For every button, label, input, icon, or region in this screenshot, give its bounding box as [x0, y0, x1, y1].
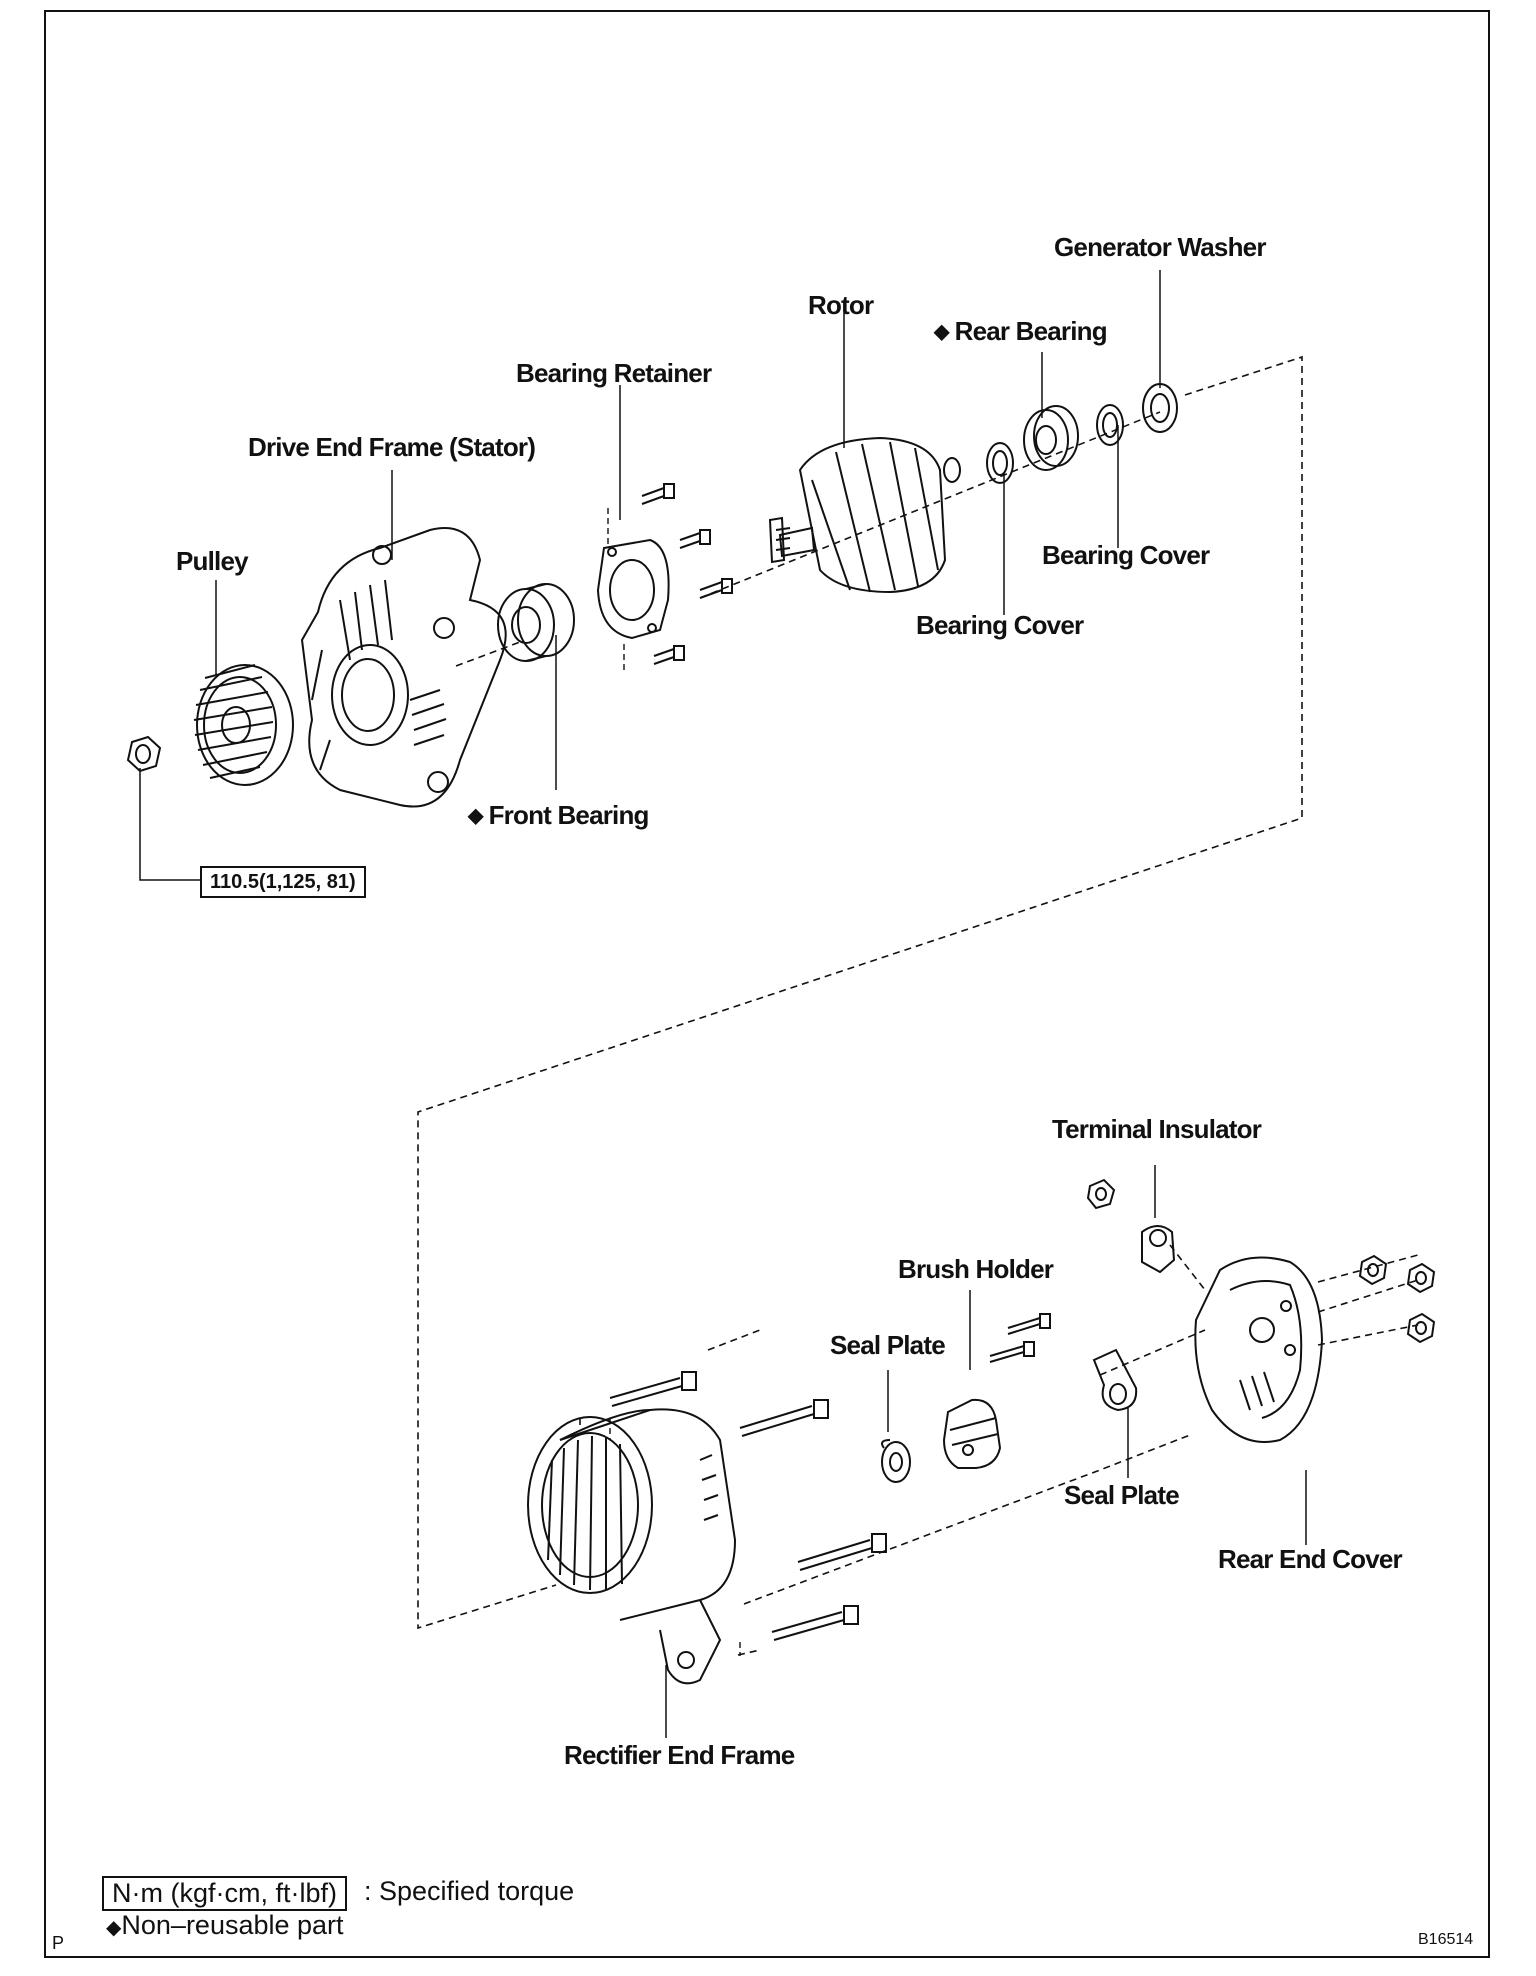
rear-bearing-drawing: [1023, 405, 1079, 471]
legend-nonreusable: ◆Non–reusable part: [106, 1912, 344, 1939]
through-bolts-drawing: [609, 1371, 887, 1656]
label-pulley: Pulley: [176, 546, 249, 576]
label-drive-end-frame: Drive End Frame (Stator): [248, 432, 536, 462]
retainer-screws-drawing: [607, 483, 733, 670]
label-bearing-cover-upper: Bearing Cover: [1042, 540, 1210, 570]
diagram-frame: [44, 10, 1490, 1958]
brush-holder-screws-drawing: [989, 1313, 1051, 1363]
rear-end-cover-drawing: [1194, 1256, 1324, 1443]
label-seal-plate-right: Seal Plate: [1064, 1480, 1180, 1510]
diamond-icon: ◆: [468, 805, 483, 827]
seal-plate-right-drawing: [1092, 1348, 1138, 1412]
label-terminal-insulator: Terminal Insulator: [1052, 1114, 1262, 1144]
brush-holder-drawing: [942, 1398, 1002, 1469]
label-rear-end-cover: Rear End Cover: [1218, 1544, 1403, 1574]
label-bearing-cover-lower: Bearing Cover: [916, 610, 1084, 640]
generator-washer-drawing: [1142, 383, 1178, 433]
label-rear-bearing-text: Rear Bearing: [954, 316, 1108, 346]
page-mark: P: [52, 1933, 65, 1953]
drive-end-frame-drawing: [300, 527, 507, 808]
label-generator-washer: Generator Washer: [1054, 232, 1266, 262]
bearing-cover-lower-drawing: [986, 442, 1014, 484]
label-brush-holder: Brush Holder: [898, 1254, 1054, 1284]
legend-nonreusable-text: Non–reusable part: [121, 1910, 344, 1940]
bearing-cover-upper-drawing: [1096, 404, 1124, 446]
legend-torque-desc: : Specified torque: [364, 1876, 575, 1906]
rear-cover-nuts-drawing: [1358, 1254, 1436, 1344]
label-front-bearing: ◆Front Bearing: [468, 802, 649, 828]
seal-plate-left-drawing: [881, 1439, 911, 1483]
bearing-retainer-drawing: [596, 538, 670, 640]
pulley-drawing: [193, 664, 294, 786]
pulley-nut-drawing: [126, 735, 162, 773]
diamond-icon: ◆: [934, 321, 949, 343]
front-bearing-drawing: [497, 583, 575, 662]
rotor-drawing: [768, 436, 961, 594]
terminal-insulator-drawing: [1086, 1178, 1176, 1274]
leader-lines: [139, 270, 1307, 1738]
assembly-centerlines: [417, 355, 1419, 1656]
torque-spec-box: 110.5(1,125, 81): [200, 866, 366, 898]
diamond-icon: ◆: [106, 1917, 122, 1939]
label-front-bearing-text: Front Bearing: [488, 800, 650, 830]
label-bearing-retainer: Bearing Retainer: [516, 358, 712, 388]
label-seal-plate-left: Seal Plate: [830, 1330, 946, 1360]
label-rectifier-end-frame: Rectifier End Frame: [564, 1740, 795, 1770]
label-rear-bearing: ◆Rear Bearing: [934, 316, 1108, 346]
rectifier-end-frame-drawing: [527, 1408, 737, 1685]
label-rotor: Rotor: [808, 290, 874, 320]
figure-id: B16514: [1418, 1931, 1474, 1948]
legend-torque-unit: N·m (kgf·cm, ft·lbf): [102, 1876, 347, 1911]
